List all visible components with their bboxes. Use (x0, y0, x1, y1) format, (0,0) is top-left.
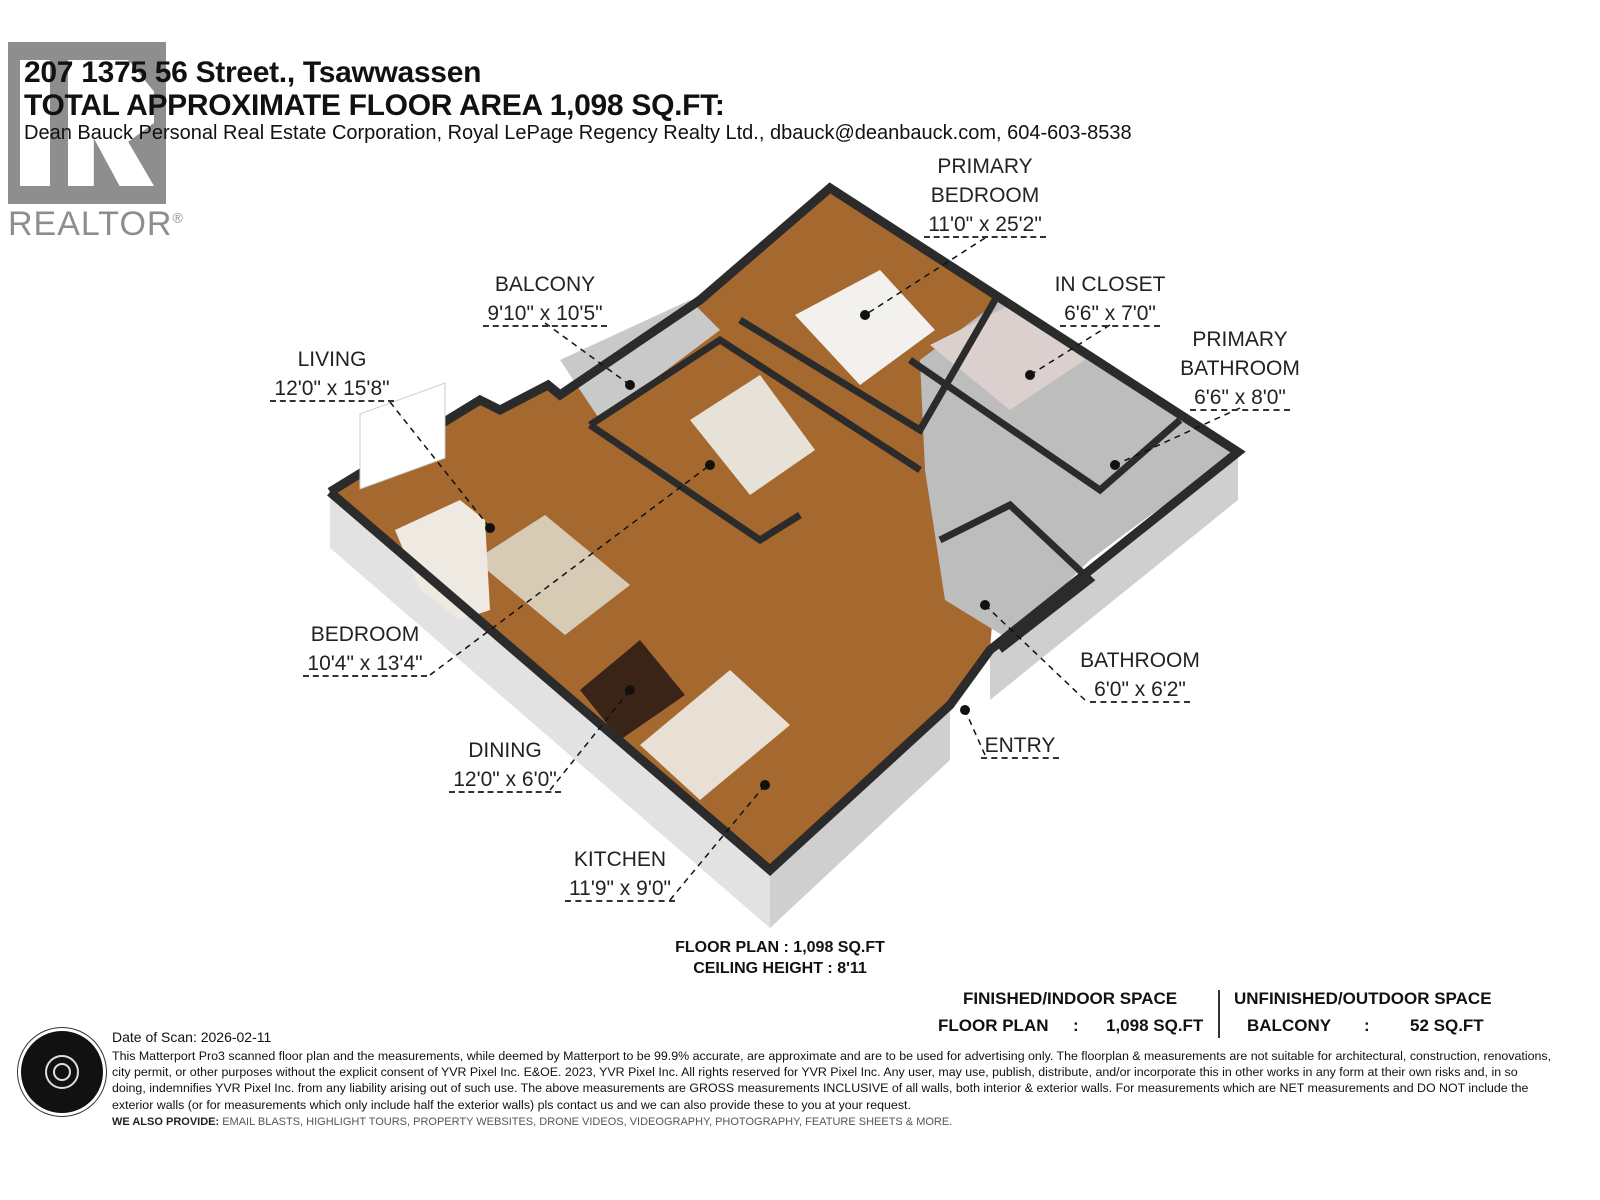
room-markers (485, 310, 1120, 790)
unfinished-value: 52 SQ.FT (1410, 1016, 1484, 1035)
window (359, 382, 446, 490)
living-rug (475, 515, 630, 635)
leader-lines (389, 237, 1241, 901)
sofa (395, 500, 490, 620)
finished-header: FINISHED/INDOOR SPACE (963, 989, 1178, 1008)
floor-wood (330, 188, 1000, 870)
disclaimer: This Matterport Pro3 scanned floor plan … (112, 1049, 1552, 1112)
realtor-logo-text: REALTOR® (8, 205, 184, 243)
also-provide: WE ALSO PROVIDE: EMAIL BLASTS, HIGHLIGHT… (112, 1116, 953, 1128)
unfinished-header: UNFINISHED/OUTDOOR SPACE (1234, 989, 1492, 1008)
realtor-logo (8, 42, 166, 204)
scan-date: Date of Scan: 2026-02-11 (112, 1029, 272, 1045)
address-title: 207 1375 56 Street., Tsawwassen (24, 56, 482, 89)
exterior-wall-face-entry (990, 452, 1238, 700)
kitchen-island (640, 670, 790, 800)
unfinished-sep: : (1364, 1016, 1370, 1035)
closet-clothes (930, 305, 1085, 410)
interior-wall (588, 422, 802, 545)
finished-sep: : (1073, 1016, 1079, 1035)
interior-wall (938, 500, 1096, 653)
exterior-wall (327, 182, 1246, 877)
bed-primary (795, 270, 935, 385)
exterior-wall-face-right (770, 705, 950, 928)
interior-wall (908, 357, 1183, 495)
interior-wall (588, 335, 922, 473)
room-label-entry: ENTRY (975, 731, 1065, 760)
bed-second (690, 375, 815, 495)
finished-label: FLOOR PLAN (938, 1016, 1049, 1035)
balcony-floor (560, 300, 720, 420)
finished-value: 1,098 SQ.FT (1106, 1016, 1204, 1035)
summary-divider (1218, 990, 1220, 1038)
yvr-pixel-logo (18, 1028, 106, 1116)
total-area-title: TOTAL APPROXIMATE FLOOR AREA 1,098 SQ.FT… (24, 89, 725, 122)
interior-wall (738, 298, 999, 435)
unfinished-label: BALCONY (1247, 1016, 1332, 1035)
agent-info: Dean Bauck Personal Real Estate Corporat… (24, 122, 1132, 144)
